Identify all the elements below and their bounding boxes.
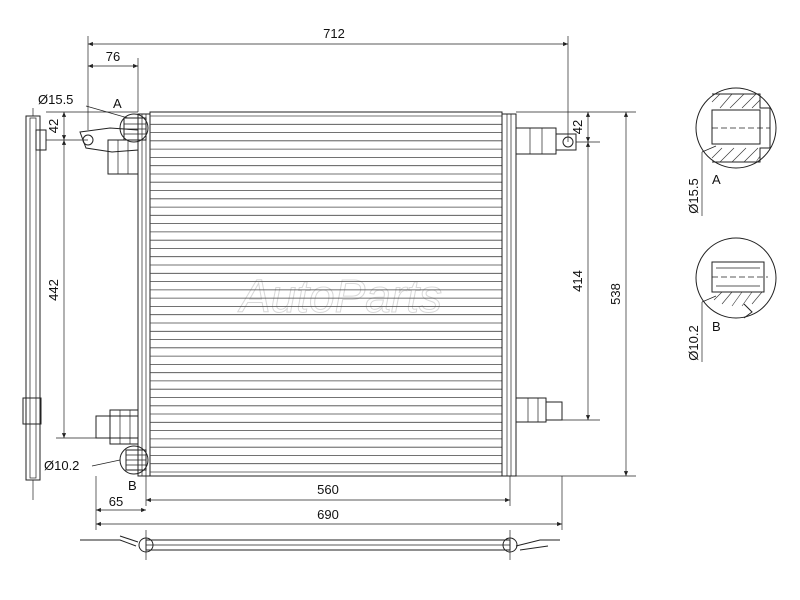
detail-b-view bbox=[695, 237, 777, 362]
dim-core-width: 560 bbox=[317, 482, 339, 497]
dim-bottom-offset: 65 bbox=[109, 494, 123, 509]
dim-overall-height: 538 bbox=[608, 283, 623, 305]
detail-a-label: A bbox=[712, 172, 721, 187]
dim-total-width: 690 bbox=[317, 507, 339, 522]
port-a-diameter-label: Ø15.5 bbox=[38, 92, 73, 107]
port-b-fitting bbox=[119, 445, 149, 475]
right-top-mounting-bracket bbox=[515, 127, 577, 155]
svg-text:AutoParts: AutoParts bbox=[237, 270, 442, 322]
port-b-diameter-label: Ø10.2 bbox=[44, 458, 79, 473]
detail-b-label: B bbox=[712, 319, 721, 334]
dimension-lines bbox=[46, 36, 636, 530]
dim-left-height: 442 bbox=[46, 279, 61, 301]
dim-right-inner-height: 414 bbox=[570, 270, 585, 292]
port-b-label: B bbox=[128, 478, 137, 493]
dim-overall-width: 712 bbox=[323, 26, 345, 41]
left-side-view bbox=[22, 108, 47, 500]
left-bottom-mounting-bracket bbox=[95, 409, 139, 445]
watermark: AutoParts bbox=[237, 270, 443, 323]
detail-a-diameter: Ø15.5 bbox=[686, 178, 701, 213]
port-a-label: A bbox=[113, 96, 122, 111]
bottom-side-view bbox=[80, 530, 560, 560]
dim-top-offset-right: 42 bbox=[570, 120, 585, 134]
detail-a-view bbox=[695, 87, 777, 216]
right-bottom-mounting-bracket bbox=[515, 397, 563, 423]
right-header-tank bbox=[501, 113, 517, 477]
left-header-tank bbox=[137, 113, 151, 477]
dim-top-offset-left: 42 bbox=[46, 119, 61, 133]
detail-b-diameter: Ø10.2 bbox=[686, 325, 701, 360]
port-a-fitting bbox=[119, 113, 149, 143]
left-top-mounting-bracket bbox=[79, 127, 139, 175]
core-tube-group bbox=[150, 115, 502, 473]
dim-bracket-offset: 76 bbox=[106, 49, 120, 64]
condenser-core bbox=[149, 111, 503, 477]
